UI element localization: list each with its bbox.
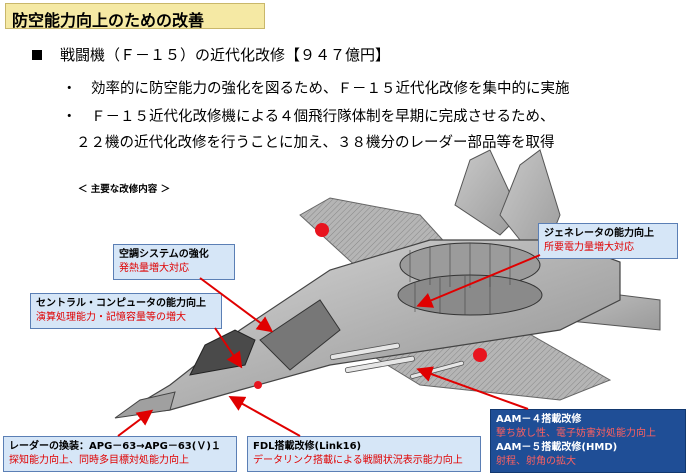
- arrow-aam: [416, 366, 529, 410]
- arrow-computer: [214, 327, 243, 369]
- roundel-fuselage: [254, 381, 262, 389]
- callout-generator-head: ジェネレータの能力向上: [544, 228, 654, 239]
- callout-radar-head: レーダーの換装：APG－63→APG－63(Ｖ)１: [9, 441, 221, 452]
- callout-radar-sub: 探知能力向上、同時多目標対処能力向上: [9, 455, 189, 466]
- callout-computer-sub: 演算処理能力・記憶容量等の増大: [36, 312, 186, 323]
- callout-computer-head: セントラル・コンピュータの能力向上: [36, 298, 206, 309]
- callout-aam5-sub: 射程、射角の拡大: [496, 456, 576, 467]
- callout-aam4-head: AAM－４搭載改修: [496, 414, 582, 425]
- page-title-box: 防空能力向上のための改善: [5, 3, 265, 30]
- callout-fdl-head: FDL搭載改修(Link16): [253, 441, 362, 452]
- arrow-aircon: [199, 277, 274, 333]
- intake: [259, 299, 341, 371]
- callout-aircon-sub: 発熱量増大対応: [119, 263, 189, 274]
- callout-aircon: 空調システムの強化 発熱量増大対応: [113, 244, 235, 280]
- callout-computer: セントラル・コンピュータの能力向上 演算処理能力・記憶容量等の増大: [30, 293, 222, 329]
- callout-aam5-head: AAM－５搭載改修(HMD): [496, 442, 618, 453]
- arrow-fdl: [228, 396, 301, 437]
- callout-generator: ジェネレータの能力向上 所要電力量増大対応: [538, 223, 678, 259]
- roundel-near-wing: [473, 348, 487, 362]
- caption-main-modifications: ＜ 主要な改修内容 ＞: [78, 184, 171, 195]
- callout-aam4-sub: 撃ち放し性、電子妨害対処能力向上: [496, 428, 656, 439]
- heading-bullet-icon: [32, 50, 42, 60]
- section-heading: 戦闘機（Ｆ－１５）の近代化改修【９４７億円】: [60, 46, 391, 64]
- bullet-1: ・ 効率的に防空能力の強化を図るため、Ｆ－１５近代化改修を集中的に実施: [62, 81, 570, 97]
- roundel-far-wing: [315, 223, 329, 237]
- arrow-radar: [117, 409, 154, 437]
- bullet-2: ・ Ｆ－１５近代化改修機による４個飛行隊体制を早期に完成させるため、: [62, 109, 555, 125]
- callout-radar: レーダーの換装：APG－63→APG－63(Ｖ)１ 探知能力向上、同時多目標対処…: [3, 436, 237, 472]
- callout-fdl-sub: データリンク搭載による戦闘状況表示能力向上: [253, 455, 463, 466]
- callout-aam: AAM－４搭載改修 撃ち放し性、電子妨害対処能力向上 AAM－５搭載改修(HMD…: [490, 409, 686, 473]
- callout-fdl: FDL搭載改修(Link16) データリンク搭載による戦闘状況表示能力向上: [247, 436, 481, 472]
- bullet-2-continued: ２２機の近代化改修を行うことに加え、３８機分のレーダー部品等を取得: [76, 135, 555, 151]
- callout-generator-sub: 所要電力量増大対応: [544, 242, 634, 253]
- arrow-generator: [416, 254, 541, 308]
- callout-aircon-head: 空調システムの強化: [119, 249, 209, 260]
- page-title: 防空能力向上のための改善: [12, 11, 205, 30]
